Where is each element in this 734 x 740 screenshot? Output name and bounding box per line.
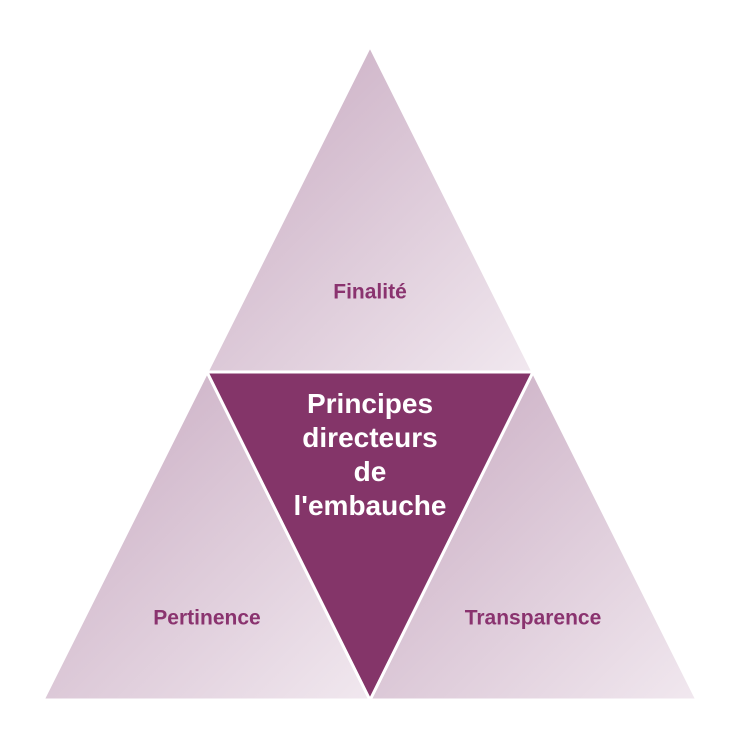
right-label: Transparence — [464, 606, 602, 630]
left-label: Pertinence — [153, 606, 261, 630]
center-label: Principes directeurs de l'embauche — [293, 388, 447, 521]
center-triangle — [204, 370, 536, 704]
top-label: Finalité — [333, 280, 407, 304]
top-triangle — [204, 42, 536, 374]
